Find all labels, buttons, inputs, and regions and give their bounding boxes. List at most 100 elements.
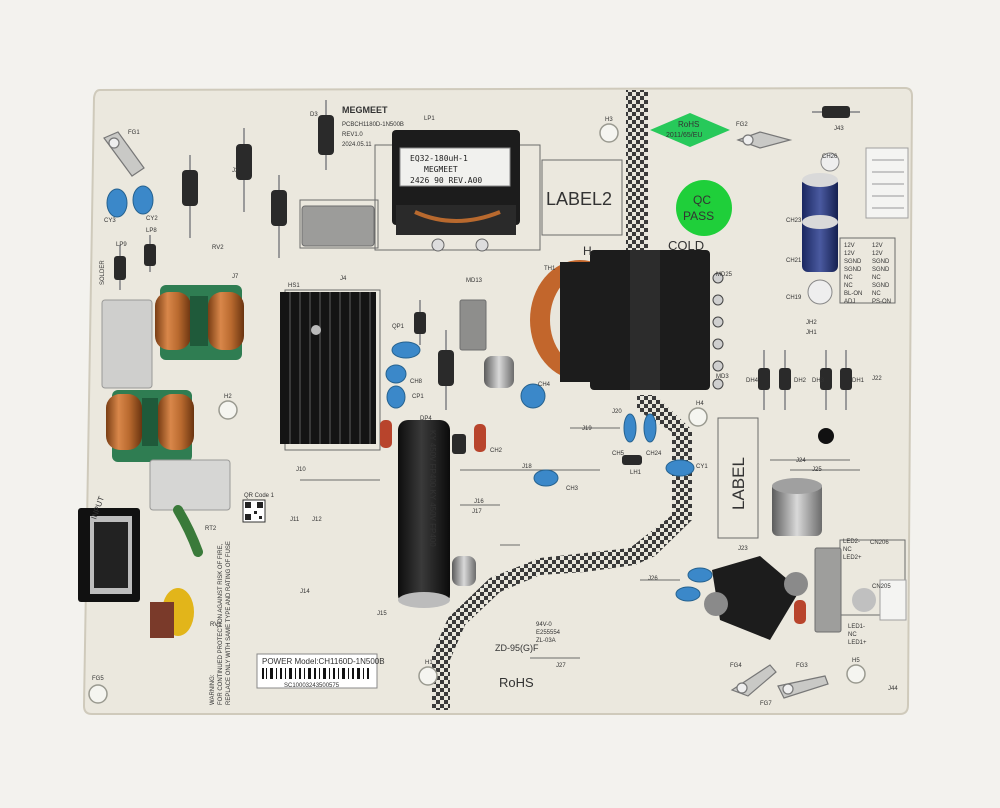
isolation-slot	[432, 90, 692, 710]
refdes-lh1: LH1	[630, 470, 642, 476]
silkscreen-outlines	[284, 144, 906, 659]
cold-text: COLD	[668, 238, 704, 253]
qc-text: QC	[693, 193, 711, 207]
label2-text: LABEL2	[546, 189, 612, 209]
led-pin-3: LED2+	[843, 555, 862, 561]
pfc-inductor	[392, 130, 520, 252]
pin-right-2: 12V	[872, 251, 883, 257]
refdes-cn205: CN205	[872, 584, 891, 590]
pin-left-7: BL-ON	[844, 291, 862, 297]
qr-label-text: QR Code 1	[244, 493, 275, 499]
ul-code-3: ZL-03A	[536, 638, 556, 644]
refdes-h1: H1	[425, 660, 433, 666]
refdes-dh3: DH3	[812, 378, 825, 384]
rohs-directive-text: 2011/65/EU	[666, 132, 702, 139]
refdes-rv1: RV1	[210, 622, 222, 628]
refdes-ch4: CH4	[538, 382, 551, 388]
refdes-fg7: FG7	[760, 701, 772, 707]
refdes-fg2: FG2	[736, 122, 748, 128]
refdes-j15: J15	[377, 611, 387, 617]
refdes-j25: J25	[812, 467, 822, 473]
pin-right-7: NC	[872, 291, 881, 297]
refdes-md13: MD13	[466, 278, 483, 284]
power-model-text: POWER Model:CH1160D-1N500B	[262, 657, 385, 666]
ul-code-1: 94V-0	[536, 622, 552, 628]
pin-right-1: 12V	[872, 243, 883, 249]
refdes-cy1: CY1	[696, 464, 708, 470]
main-transformer	[530, 250, 724, 390]
thermistor	[173, 505, 203, 557]
pin-left-1: 12V	[844, 243, 855, 249]
led-pin-2: NC	[843, 547, 852, 553]
refdes-ch8: CH8	[410, 379, 423, 385]
refdes-d3: D3	[310, 112, 318, 118]
refdes-cp1: CP1	[412, 394, 424, 400]
pcb-board	[82, 86, 914, 715]
pin-left-4: SGND	[844, 267, 862, 273]
refdes-j18: J18	[522, 464, 532, 470]
warning-line1: FOR CONTINUED PROTECTION AGAINST RISK OF…	[218, 543, 224, 705]
qr-code	[242, 499, 266, 523]
refdes-h5: H5	[852, 658, 860, 664]
relay	[704, 556, 876, 640]
refdes-md25: MD25	[716, 272, 733, 278]
refdes-jh2: JH2	[806, 320, 817, 326]
pin-left-3: SGND	[844, 259, 862, 265]
refdes-ch3: CH3	[566, 486, 579, 492]
refdes-ch2: CH2	[490, 448, 503, 454]
y-capacitors	[106, 185, 713, 602]
heatsink	[280, 292, 376, 444]
refdes-qp1: QP1	[392, 324, 405, 330]
transistor	[818, 428, 834, 444]
fuse-clips	[103, 131, 829, 699]
pin-right-3: SGND	[872, 259, 890, 265]
led-pin-1: LED2-	[843, 539, 860, 545]
refdes-j10: J10	[296, 467, 306, 473]
refdes-h4: H4	[696, 401, 704, 407]
refdes-j19: J19	[582, 426, 592, 432]
refdes-j17: J17	[472, 509, 482, 515]
pin-right-6: SGND	[872, 283, 890, 289]
refdes-dh1: DH1	[852, 378, 865, 384]
refdes-j12: J12	[312, 517, 322, 523]
refdes-lp1: LP1	[424, 116, 435, 122]
refdes-j27: J27	[556, 663, 566, 669]
refdes-j14: J14	[300, 589, 310, 595]
refdes-ch21: CH21	[786, 258, 802, 264]
pcb-id-text: PCBCH1180D-1N500B	[342, 122, 404, 128]
rohs-badge-text: RoHS	[678, 120, 699, 129]
refdes-th1: TH1	[544, 266, 556, 272]
refdes-rt2: RT2	[205, 526, 217, 532]
transformer-label-line3: 2426 90 REV.A00	[410, 176, 482, 185]
refdes-lp9: LP9	[116, 242, 127, 248]
refdes-h3: H3	[605, 117, 613, 123]
hot-text: H	[583, 244, 592, 258]
refdes-j11: J11	[290, 517, 300, 523]
brand-text: MEGMEET	[342, 105, 388, 115]
refdes-cy2: CY2	[146, 216, 158, 222]
refdes-ch5: CH5	[612, 451, 625, 457]
ul-code-2: E255554	[536, 630, 561, 636]
refdes-ch23: CH23	[786, 218, 802, 224]
refdes-h2: H2	[224, 394, 232, 400]
output-capacitors	[452, 152, 840, 586]
barcode-label	[256, 653, 378, 689]
solder-text: SOLDER	[100, 260, 106, 285]
refdes-hs1: HS1	[288, 283, 300, 289]
refdes-j26: J26	[648, 576, 658, 582]
date-text: 2024.05.11	[342, 142, 372, 148]
refdes-cn206: CN206	[870, 540, 889, 546]
varistor	[150, 588, 194, 638]
rohs-bottom-text: RoHS	[499, 675, 534, 690]
refdes-cy3: CY3	[104, 218, 116, 224]
refdes-ch26: CH26	[822, 154, 838, 160]
diodes	[114, 100, 860, 465]
refdes-j20: J20	[612, 409, 622, 415]
led1-pin-3: LED1+	[848, 640, 867, 646]
refdes-dh2: DH2	[794, 378, 807, 384]
svg-text:KY 450V FP400 KY 450V FP400: KY 450V FP400 KY 450V FP400	[428, 430, 437, 547]
input-text: INPUT	[89, 495, 106, 521]
refdes-rv2: RV2	[212, 245, 224, 251]
